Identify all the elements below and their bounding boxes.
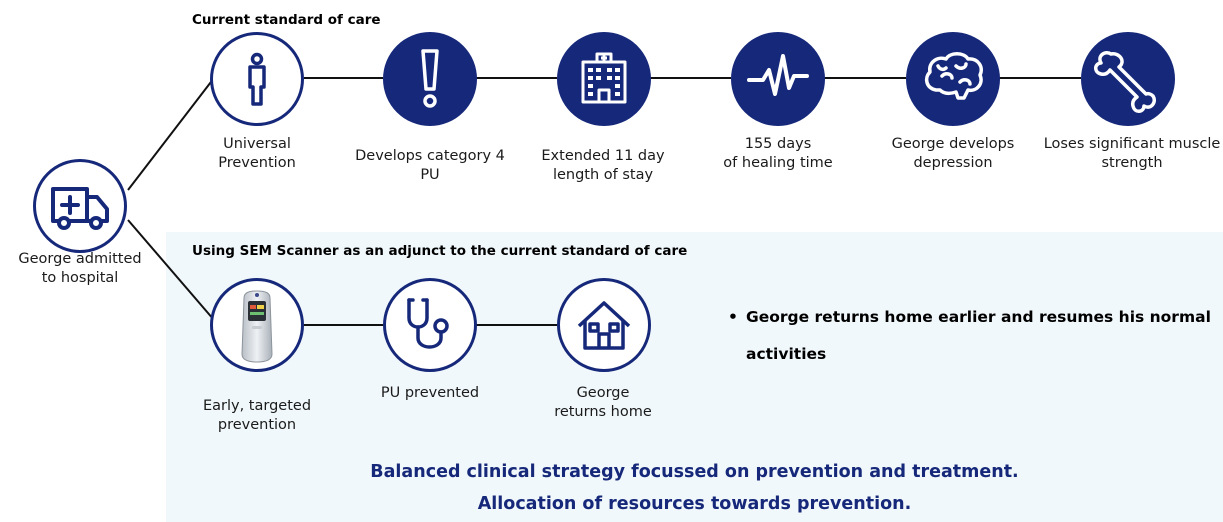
- stethoscope-icon: [407, 298, 449, 349]
- exclamation-icon: [421, 49, 439, 108]
- outcome-bullet: • George returns home earlier and resume…: [728, 299, 1223, 373]
- current-care-heading: Current standard of care: [192, 12, 381, 28]
- sem-pathway-heading: Using SEM Scanner as an adjunct to the c…: [192, 243, 688, 259]
- healing-time-node: [731, 32, 825, 126]
- brain-icon: [924, 52, 983, 100]
- footer-line-2: Allocation of resources towards preventi…: [477, 494, 912, 514]
- heartbeat-icon: [747, 54, 809, 96]
- step-label: PU prevented: [380, 385, 480, 401]
- hospital-icon: [581, 52, 627, 104]
- bullet-dot: •: [728, 308, 738, 326]
- sem-pathway-panel: [166, 232, 1223, 522]
- depression-node: [906, 32, 1000, 126]
- sem-scanner-node: [210, 278, 304, 372]
- pu-prevented-node: [383, 278, 477, 372]
- bone-icon: [1094, 50, 1157, 113]
- extended-stay-node: [557, 32, 651, 126]
- footer-line-1: Balanced clinical strategy focussed on p…: [370, 462, 1019, 482]
- ambulance-icon: [51, 187, 109, 230]
- house-icon: [577, 301, 631, 350]
- sem-scanner-device: [241, 290, 273, 363]
- returns-home-node: [557, 278, 651, 372]
- person-icon: [248, 52, 266, 106]
- muscle-loss-node: [1081, 32, 1175, 126]
- outcome-text: George returns home earlier and resumes …: [746, 308, 1211, 363]
- branch-line-current: [127, 77, 215, 191]
- start-node: [33, 159, 127, 253]
- universal-prevention-node: [210, 32, 304, 126]
- develops-pu-node: [383, 32, 477, 126]
- branch-line-sem: [127, 219, 215, 321]
